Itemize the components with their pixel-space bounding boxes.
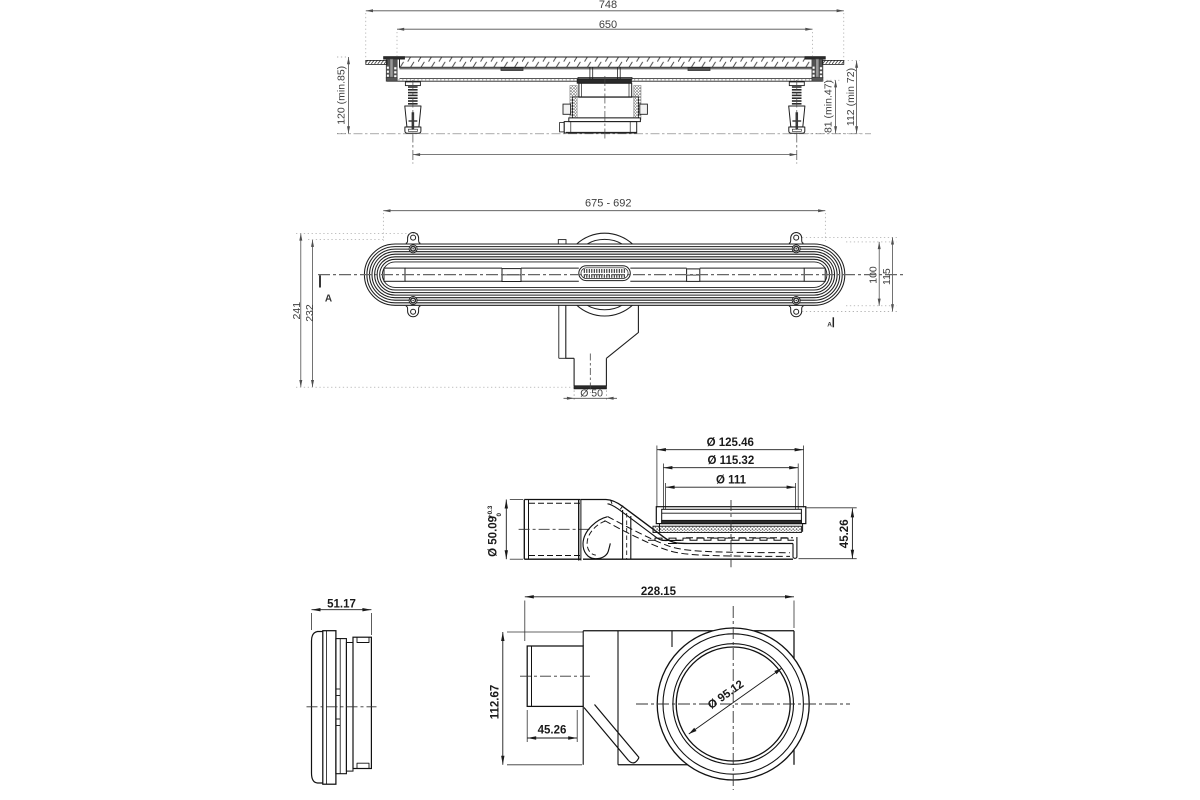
svg-text:232: 232 xyxy=(304,304,316,322)
svg-text:Ø 50: Ø 50 xyxy=(580,388,603,400)
svg-text:A: A xyxy=(325,294,332,305)
svg-text:112 (min 72): 112 (min 72) xyxy=(845,68,857,126)
svg-text:115: 115 xyxy=(881,268,893,285)
svg-text:120 (min.85): 120 (min.85) xyxy=(335,66,347,125)
svg-text:675 - 692: 675 - 692 xyxy=(585,197,631,209)
svg-text:228.15: 228.15 xyxy=(641,586,677,598)
svg-text:45.26: 45.26 xyxy=(538,725,567,737)
svg-text:81 (min.47): 81 (min.47) xyxy=(822,80,834,133)
svg-text:748: 748 xyxy=(599,0,617,11)
svg-text:Ø 115.32: Ø 115.32 xyxy=(708,455,755,467)
svg-text:650: 650 xyxy=(599,19,617,31)
svg-text:Ø 50.09: Ø 50.09 xyxy=(488,516,500,557)
svg-text:241: 241 xyxy=(291,302,303,320)
svg-text:Ø 111: Ø 111 xyxy=(716,475,747,487)
svg-text:+0.3: +0.3 xyxy=(487,505,494,518)
svg-text:112.67: 112.67 xyxy=(490,685,502,720)
svg-text:A: A xyxy=(827,322,832,329)
svg-text:Ø 125.46: Ø 125.46 xyxy=(707,437,754,449)
svg-text:0: 0 xyxy=(496,512,503,516)
svg-text:51.17: 51.17 xyxy=(327,599,356,611)
svg-text:45.26: 45.26 xyxy=(839,519,851,548)
